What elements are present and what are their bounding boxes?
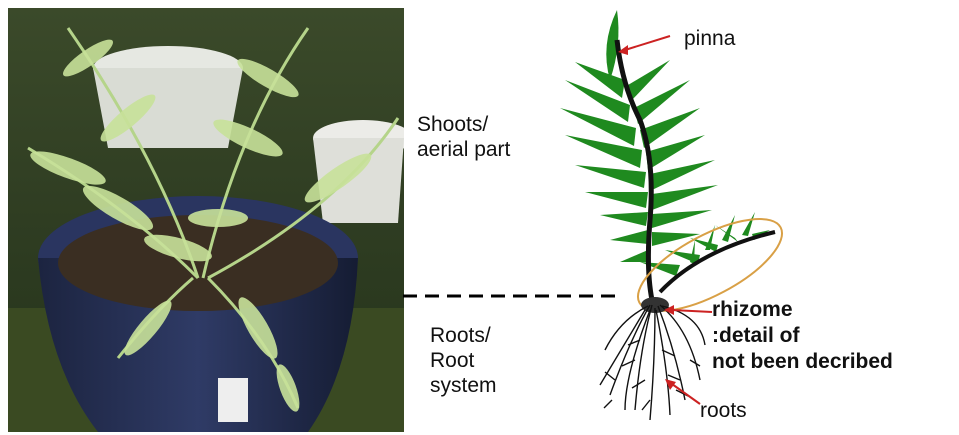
shoots-label-line1: Shoots/ bbox=[417, 112, 510, 137]
pinna-arrow bbox=[625, 36, 670, 50]
rhizome-label-line1: rhizome bbox=[712, 297, 893, 323]
rhizome-label-line2: :detail of bbox=[712, 323, 893, 349]
roots-system-label-line3: system bbox=[430, 373, 497, 398]
shoots-label: Shoots/ aerial part bbox=[417, 112, 510, 162]
roots-system-label-line1: Roots/ bbox=[430, 323, 497, 348]
root-system bbox=[600, 305, 705, 420]
shoots-label-line2: aerial part bbox=[417, 137, 510, 162]
roots-system-label: Roots/ Root system bbox=[430, 323, 497, 398]
rhizome-label: rhizome :detail of not been decribed bbox=[712, 297, 893, 375]
fern-pot-photo bbox=[8, 8, 404, 432]
roots-arrow bbox=[672, 384, 700, 404]
rhizome-label-line3: not been decribed bbox=[712, 349, 893, 375]
pinna-label: pinna bbox=[684, 26, 735, 51]
young-stem bbox=[660, 232, 775, 292]
roots-system-label-line2: Root bbox=[430, 348, 497, 373]
roots-label: roots bbox=[700, 398, 747, 423]
